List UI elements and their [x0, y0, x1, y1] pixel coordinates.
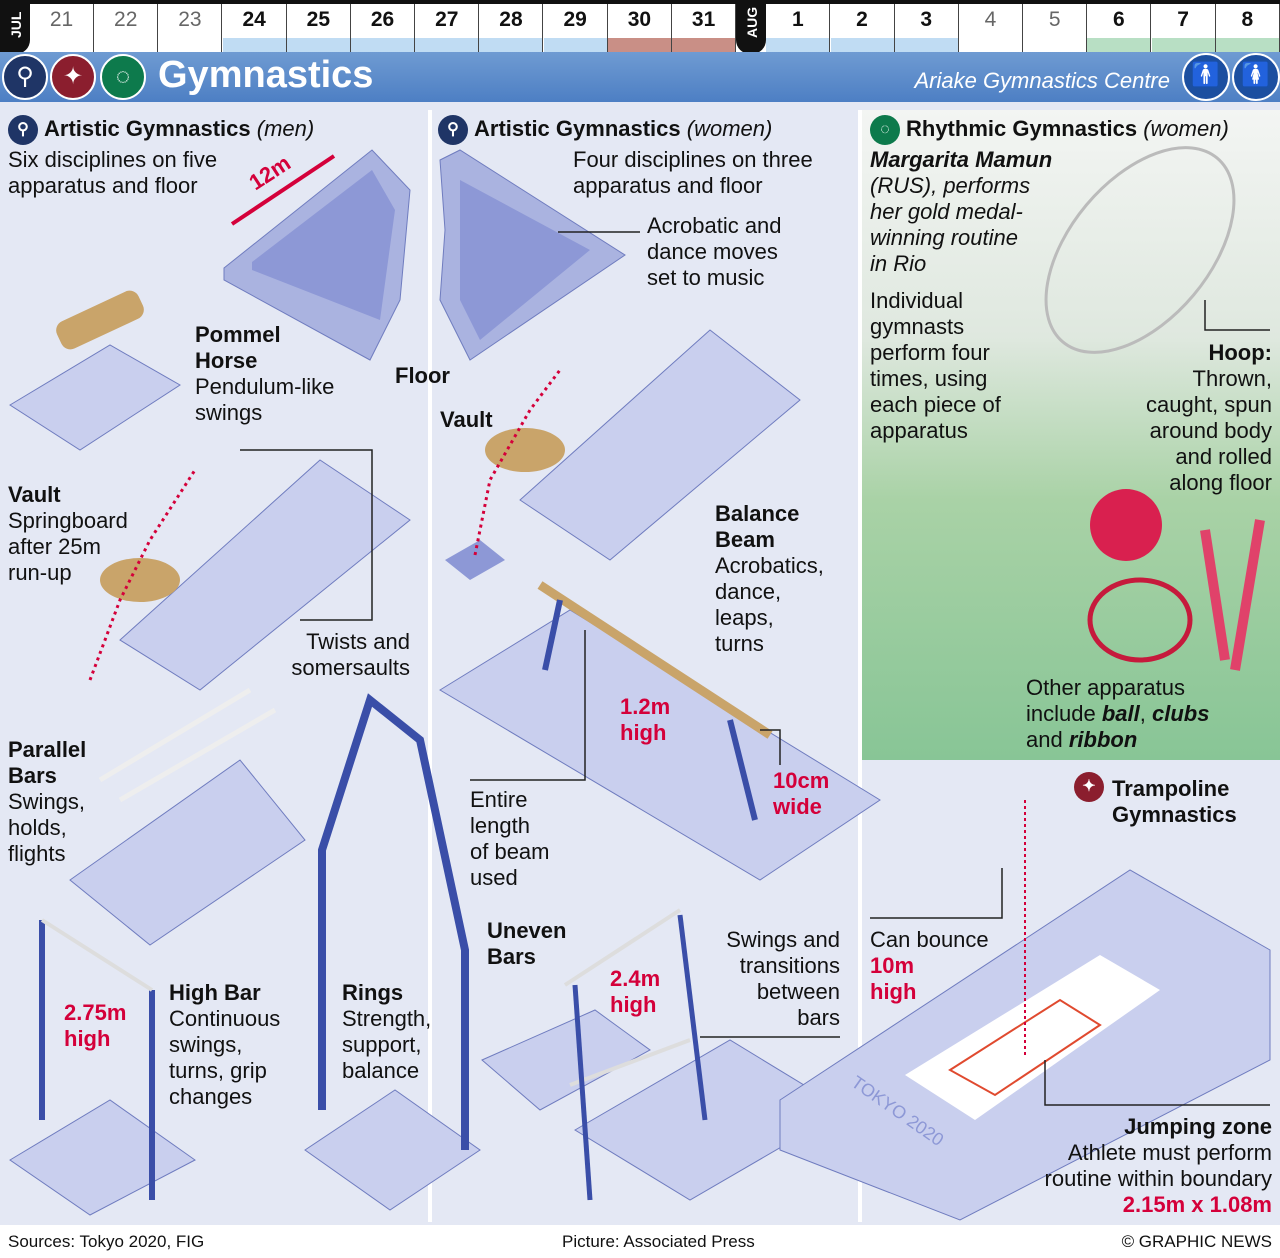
hoop: [1044, 146, 1236, 354]
event-day-marker: [1215, 38, 1279, 52]
event-day-marker: [222, 38, 286, 52]
artistic-icon: ⚲: [438, 115, 468, 145]
event-day-marker: [894, 38, 958, 52]
men-header: ⚲Artistic Gymnastics (men): [8, 115, 314, 145]
rings-base: [304, 1089, 481, 1211]
artistic-gymnastics-icon: ⚲: [2, 54, 48, 100]
calendar-day: 2: [830, 4, 895, 52]
trampoline-icon: ✦: [1074, 772, 1104, 802]
men-icon: 🚹: [1182, 53, 1230, 101]
floor-label: Floor: [395, 363, 450, 388]
clubs: [1200, 529, 1230, 661]
women-icon: 🚺: [1232, 53, 1280, 101]
event-day-marker: [672, 38, 736, 52]
calendar-day: 3: [894, 4, 959, 52]
ribbon: [1087, 577, 1193, 663]
high-bar-base: [9, 1099, 196, 1216]
calendar-day: 22: [94, 4, 159, 52]
balance-beam: [537, 581, 773, 739]
event-day-marker: [351, 38, 415, 52]
calendar-day: 7: [1151, 4, 1216, 52]
calendar-day: 30: [607, 4, 672, 52]
rhythmic-icon: ◌: [870, 115, 900, 145]
rhythmic-gymnastics-icon: ◌: [100, 54, 146, 100]
parallel-bars-base: [69, 759, 306, 946]
calendar-day: 23: [158, 4, 223, 52]
page-title: Gymnastics: [158, 54, 374, 96]
calendar-day: 26: [351, 4, 416, 52]
month-label: JUL: [0, 4, 30, 54]
calendar-day: 31: [672, 4, 737, 52]
beam-mat: [439, 609, 881, 881]
event-day-marker: [415, 38, 479, 52]
women-header: ⚲Artistic Gymnastics (women): [438, 115, 772, 145]
event-day-marker: [543, 38, 607, 52]
uneven-bars-base: [481, 1009, 651, 1111]
footer: Sources: Tokyo 2020, FIG Picture: Associ…: [0, 1225, 1280, 1258]
picture-credit: Picture: Associated Press: [562, 1232, 755, 1251]
calendar-day: 25: [286, 4, 351, 52]
calendar-day: 28: [479, 4, 544, 52]
women-vault-runway: [519, 329, 801, 561]
trampoline-icon: ✦: [50, 54, 96, 100]
event-day-marker: [1087, 38, 1151, 52]
calendar-day: 8: [1215, 4, 1280, 52]
event-day-marker: [286, 38, 350, 52]
venue: Ariake Gymnastics Centre: [914, 68, 1170, 93]
calendar-day: 24: [222, 4, 287, 52]
jumping-zone: [948, 998, 1102, 1097]
event-day-marker: [766, 38, 830, 52]
month-label: AUG: [736, 4, 767, 54]
calendar-day: 27: [415, 4, 480, 52]
artistic-icon: ⚲: [8, 115, 38, 145]
event-day-marker: [479, 38, 543, 52]
ball: [1090, 489, 1162, 561]
pommel-base: [9, 344, 181, 451]
calendar-day: 6: [1087, 4, 1152, 52]
event-day-marker: [830, 38, 894, 52]
event-day-marker: [1151, 38, 1215, 52]
title-banner: ⚲ ✦ ◌ Gymnastics Ariake Gymnastics Centr…: [0, 52, 1280, 102]
calendar-day: 21: [30, 4, 94, 52]
copyright: © GRAPHIC NEWS: [1121, 1232, 1272, 1251]
calendar-day: 1: [766, 4, 831, 52]
rhythmic-header: ◌Rhythmic Gymnastics (women): [870, 115, 1229, 145]
calendar-day: 5: [1023, 4, 1088, 52]
calendar-day: 29: [543, 4, 608, 52]
men-vault-runway: [119, 459, 411, 691]
sources: Sources: Tokyo 2020, FIG: [8, 1232, 205, 1251]
rhythmic-photo: [861, 110, 1280, 760]
calendar-day: 4: [959, 4, 1023, 52]
floor-size-arrow: [230, 154, 336, 226]
women-vault-label: Vault: [440, 407, 493, 432]
event-day-marker: [607, 38, 671, 52]
